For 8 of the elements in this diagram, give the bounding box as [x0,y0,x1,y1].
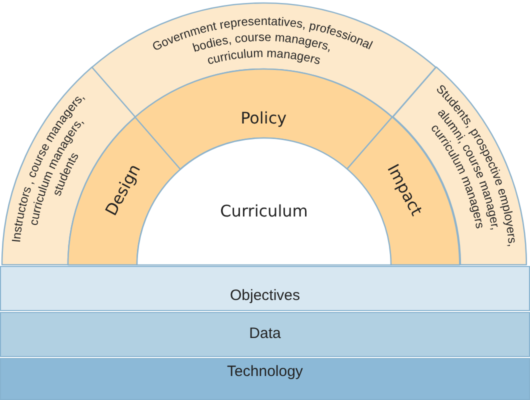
band-label: Technology [227,363,303,380]
center-label: Curriculum [220,202,308,220]
segment-label: Policy [241,108,287,128]
layer-band [0,312,530,357]
layer-band [0,266,530,311]
band-label: Objectives [230,287,300,304]
layer-band [0,358,530,400]
band-label: Data [249,325,281,342]
